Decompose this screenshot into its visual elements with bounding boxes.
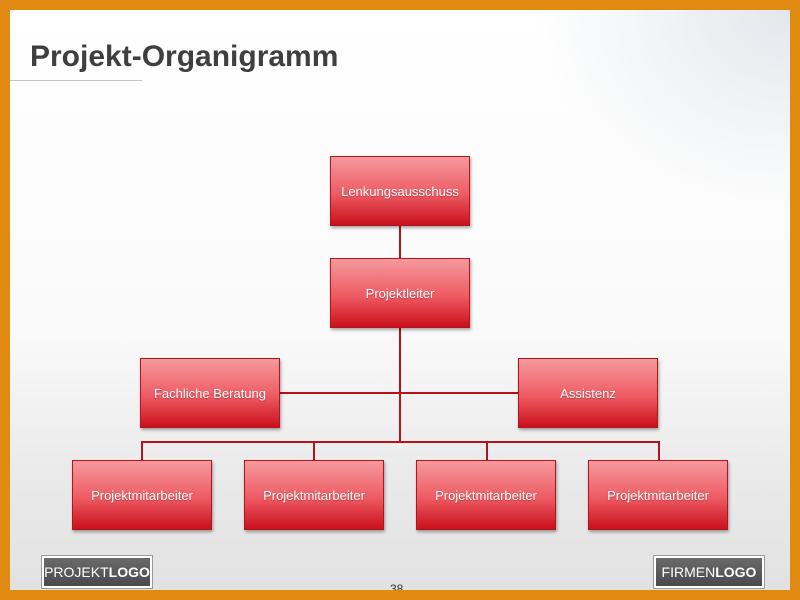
node-label: Projektmitarbeiter (435, 487, 537, 503)
connector-team-horizontal (141, 441, 660, 443)
title-underline (10, 80, 142, 81)
connector-team-drop-3 (486, 441, 488, 460)
node-projektmitarbeiter-3: Projektmitarbeiter (416, 460, 556, 530)
connector-team-drop-4 (658, 441, 660, 460)
connector-team-drop-2 (313, 441, 315, 460)
node-projektleiter: Projektleiter (330, 258, 470, 328)
node-label: Lenkungsausschuss (341, 183, 459, 199)
node-label: Assistenz (560, 385, 616, 401)
slide: Projekt-Organigramm Lenkungsausschuss Pr… (10, 10, 790, 590)
node-fachliche-beratung: Fachliche Beratung (140, 358, 280, 428)
node-label: Projektmitarbeiter (91, 487, 193, 503)
firmen-logo-prefix: FIRMEN (661, 564, 716, 580)
node-label: Projektmitarbeiter (263, 487, 365, 503)
node-projektmitarbeiter-4: Projektmitarbeiter (588, 460, 728, 530)
connector-staff-horizontal (280, 392, 518, 394)
projekt-logo-bold: LOGO (108, 564, 150, 580)
projekt-logo-prefix: PROJEKT (44, 564, 109, 580)
connector-team-drop-1 (141, 441, 143, 460)
node-projektmitarbeiter-1: Projektmitarbeiter (72, 460, 212, 530)
node-projektmitarbeiter-2: Projektmitarbeiter (244, 460, 384, 530)
connector-projektleiter-trunk (399, 328, 401, 442)
node-label: Projektleiter (365, 285, 435, 301)
page-title: Projekt-Organigramm (30, 40, 339, 73)
node-label: Projektmitarbeiter (607, 487, 709, 503)
firmen-logo-bold: LOGO (715, 564, 757, 580)
node-lenkungsausschuss: Lenkungsausschuss (330, 156, 470, 226)
node-label: Fachliche Beratung (153, 385, 266, 401)
connector-lenkung-projektleiter (399, 226, 401, 258)
corner-shade (530, 10, 790, 210)
page-number: 38 (390, 582, 404, 590)
node-assistenz: Assistenz (518, 358, 658, 428)
